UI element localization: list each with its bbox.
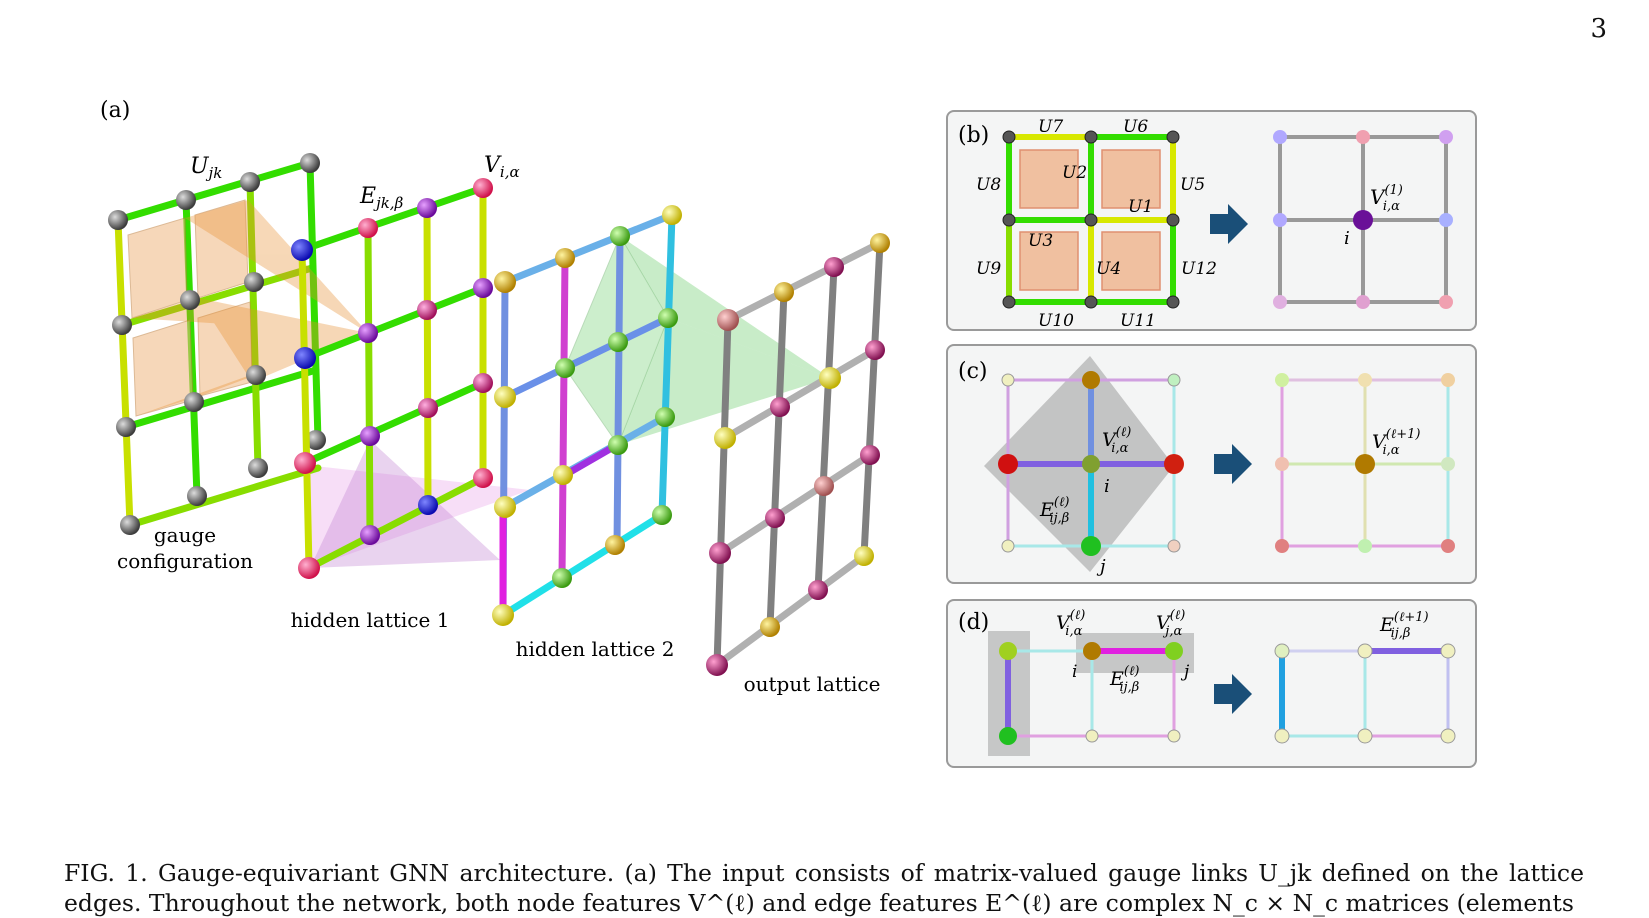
svg-text:U11: U11: [1120, 311, 1156, 329]
plaquette-cubes: [127, 199, 253, 417]
lattice-c-cross: [1008, 380, 1174, 546]
v-label: Vi,α: [484, 153, 520, 181]
link-labels: U7 U6 U8 U2 U5 U1 U3 U9 U4 U12 U10 U11: [976, 117, 1217, 331]
e-out-label: E(ℓ+1)ij,β: [1379, 610, 1429, 641]
v-out-label: V(ℓ+1)i,α: [1372, 427, 1420, 458]
svg-text:U5: U5: [1180, 175, 1205, 195]
arrow-icon: [1210, 204, 1248, 244]
svg-text:U3: U3: [1028, 231, 1053, 251]
output-lattice-label: output lattice: [744, 672, 881, 696]
hidden-lattice-2: [499, 211, 676, 619]
hidden-1-nodes: [291, 178, 493, 579]
plaquettes: [1019, 149, 1161, 291]
svg-text:U4: U4: [1096, 259, 1121, 279]
node-j-label: j: [1096, 556, 1106, 577]
lattice-d-out-nodes: [1274, 643, 1456, 744]
panel-b-label: (b): [958, 123, 989, 148]
gauge-links: [1006, 134, 1176, 305]
svg-text:U7: U7: [1038, 117, 1063, 137]
v1-label: V(1)i,α: [1370, 183, 1403, 214]
svg-text:U8: U8: [976, 175, 1001, 195]
panel-d-label: (d): [958, 610, 989, 635]
panel-d: (d) V(ℓ)i,α V(ℓ)j,α i j E(ℓ)ij,β: [946, 599, 1477, 768]
gauge-label-2: configuration: [117, 549, 253, 573]
svg-text:U9: U9: [976, 259, 1001, 279]
arrow-icon: [1214, 674, 1252, 714]
node-i-label: i: [1104, 476, 1110, 497]
gauge-nodes-b: [1002, 130, 1180, 309]
svg-text:U1: U1: [1128, 197, 1153, 217]
svg-text:U2: U2: [1062, 163, 1087, 183]
vi-label: V(ℓ)i,α: [1056, 608, 1085, 639]
panel-c-figure: (c) V(ℓ)i,α i E(ℓ)ij,β j: [958, 356, 1455, 577]
panel-d-figure: (d) V(ℓ)i,α V(ℓ)j,α i j E(ℓ)ij,β: [958, 608, 1456, 756]
hidden-2-nodes: [492, 205, 682, 626]
figure-caption: FIG. 1. Gauge-equivariant GNN architectu…: [64, 859, 1584, 917]
svg-text:U12: U12: [1181, 259, 1217, 279]
panel-c-label: (c): [958, 359, 988, 384]
page-number: 3: [1590, 14, 1607, 44]
output-nodes: [706, 233, 890, 676]
panel-c: (c) V(ℓ)i,α i E(ℓ)ij,β j: [946, 344, 1477, 584]
gauge-nodes: [108, 153, 326, 535]
green-projection: [564, 234, 830, 447]
hidden-lattice-2-label: hidden lattice 2: [516, 637, 675, 661]
panel-a-label: (a): [100, 98, 130, 123]
panel-a-figure: (a) Ujk gauge configuration: [100, 98, 890, 696]
lattice-d-nodes: [999, 642, 1183, 745]
lattice-c-nodes: [998, 371, 1184, 556]
node-i-label: i: [1072, 662, 1077, 682]
e-label: Ejk,β: [359, 184, 404, 212]
panel-b: (b) U7 U6 U8 U2 U5 U1 U3 U9: [946, 110, 1477, 331]
svg-text:U6: U6: [1123, 117, 1148, 137]
hidden-lattice-1-label: hidden lattice 1: [291, 608, 450, 632]
lattice-d-out: [1282, 649, 1450, 738]
panel-b-figure: (b) U7 U6 U8 U2 U5 U1 U3 U9: [958, 117, 1453, 331]
ujk-label: Ujk: [190, 154, 222, 182]
gauge-label-1: gauge: [154, 523, 216, 547]
gauge-lattice: [114, 159, 322, 529]
hidden-lattice-1: [298, 184, 487, 572]
node-j-label: j: [1180, 662, 1190, 682]
lattice-c-out-nodes: [1275, 373, 1455, 553]
e-in-label-d: E(ℓ)ij,β: [1109, 664, 1139, 695]
projection-triangle: [310, 440, 500, 568]
node-i-label: i: [1344, 228, 1350, 249]
arrow-icon: [1214, 444, 1252, 484]
e-in-label: E(ℓ)ij,β: [1039, 495, 1069, 526]
svg-text:U10: U10: [1038, 311, 1074, 329]
vj-label: V(ℓ)j,α: [1156, 608, 1185, 639]
output-lattice: [713, 239, 884, 669]
output-nodes-b: [1273, 130, 1453, 309]
v-in-label: V(ℓ)i,α: [1102, 425, 1131, 456]
